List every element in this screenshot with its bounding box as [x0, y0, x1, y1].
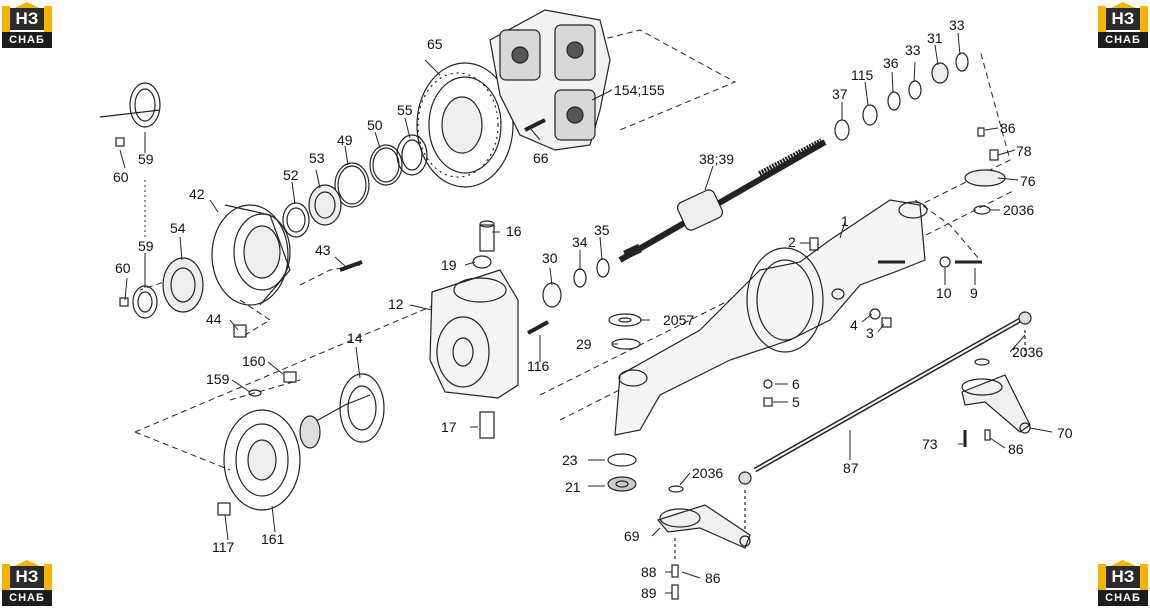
label-3: 3	[866, 325, 874, 341]
label-2036-left: 2036	[692, 465, 723, 481]
brake-caliper	[489, 9, 611, 151]
label-117: 117	[212, 539, 235, 555]
label-35: 35	[594, 222, 610, 238]
shaft-rings	[573, 52, 969, 288]
label-29: 29	[576, 336, 592, 352]
label-86-top: 86	[1000, 120, 1016, 136]
label-154-155: 154;155	[614, 82, 665, 98]
label-59-bottom: 59	[138, 238, 154, 254]
label-65: 65	[427, 36, 443, 52]
label-161: 161	[261, 531, 285, 547]
label-116: 116	[527, 358, 550, 374]
label-2: 2	[788, 234, 796, 250]
label-17: 17	[441, 419, 457, 435]
logo-top-left: НЗ СНАБ	[2, 2, 52, 50]
label-37: 37	[832, 86, 848, 102]
label-52: 52	[283, 167, 299, 183]
label-33-left: 33	[905, 42, 921, 58]
label-86-bottom: 86	[705, 570, 721, 586]
label-6: 6	[792, 376, 800, 392]
label-55: 55	[397, 102, 413, 118]
logo-mark: НЗ	[1106, 8, 1140, 30]
label-30: 30	[542, 250, 558, 266]
label-33-right: 33	[949, 17, 965, 33]
logo-band: СНАБ	[1098, 32, 1148, 48]
label-159: 159	[206, 371, 230, 387]
label-54: 54	[170, 220, 186, 236]
label-9: 9	[970, 285, 978, 301]
label-12: 12	[388, 296, 404, 312]
label-70: 70	[1057, 425, 1073, 441]
label-10: 10	[936, 285, 952, 301]
label-87: 87	[843, 460, 859, 476]
label-73: 73	[922, 436, 938, 452]
logo-top-right: НЗ СНАБ	[1098, 2, 1148, 50]
tie-rod	[738, 311, 1032, 530]
hub-carrier	[299, 373, 385, 449]
seal-rings	[282, 134, 428, 238]
label-14: 14	[347, 330, 363, 346]
small-fasteners	[233, 220, 549, 439]
label-36: 36	[883, 55, 899, 71]
label-2057: 2057	[663, 312, 694, 328]
label-23: 23	[562, 452, 578, 468]
logo-mark: НЗ	[10, 8, 44, 30]
label-1: 1	[841, 213, 849, 229]
brake-disc	[416, 62, 514, 188]
label-21: 21	[565, 479, 581, 495]
steering-knuckle	[429, 269, 519, 399]
label-76: 76	[1020, 173, 1036, 189]
label-49: 49	[337, 132, 353, 148]
logo-bottom-right: НЗ СНАБ	[1098, 560, 1148, 608]
label-89: 89	[641, 585, 657, 601]
wheel-flange	[217, 371, 301, 516]
label-4: 4	[850, 317, 858, 333]
label-160: 160	[242, 353, 266, 369]
part-labels: 65 154;155 66 55 50 49 53 52 42 59 60 54…	[113, 17, 1073, 601]
logo-band: СНАБ	[2, 32, 52, 48]
label-38-39: 38;39	[699, 151, 734, 167]
label-2036-top: 2036	[1003, 202, 1034, 218]
label-69: 69	[624, 528, 640, 544]
label-53: 53	[309, 150, 325, 166]
label-50: 50	[367, 117, 383, 133]
label-44: 44	[206, 311, 222, 327]
label-31: 31	[927, 30, 943, 46]
label-78: 78	[1016, 143, 1032, 159]
label-42: 42	[189, 186, 205, 202]
hub-bearing	[99, 82, 204, 319]
logo-mark: НЗ	[10, 566, 44, 588]
hardware-parts	[763, 127, 1006, 407]
logo-bottom-left: НЗ СНАБ	[2, 560, 52, 608]
logo-mark: НЗ	[1106, 566, 1140, 588]
label-59-top: 59	[138, 151, 154, 167]
label-60-top: 60	[113, 169, 129, 185]
label-88: 88	[641, 564, 657, 580]
label-2036-right: 2036	[1012, 344, 1043, 360]
label-19: 19	[441, 257, 457, 273]
wheel-hub	[211, 204, 291, 306]
axle-housing	[614, 199, 928, 436]
steering-arm-left	[656, 485, 751, 600]
label-60-bottom: 60	[115, 260, 131, 276]
drive-shaft	[542, 138, 827, 308]
label-34: 34	[572, 234, 588, 250]
label-43: 43	[315, 242, 331, 258]
logo-band: СНАБ	[2, 590, 52, 606]
label-66: 66	[533, 150, 549, 166]
leader-lines	[119, 32, 1053, 594]
logo-band: СНАБ	[1098, 590, 1148, 606]
label-115: 115	[851, 67, 874, 83]
label-86-right: 86	[1008, 441, 1024, 457]
label-5: 5	[792, 394, 800, 410]
label-16: 16	[506, 223, 522, 239]
steering-arm-right	[961, 358, 1031, 447]
